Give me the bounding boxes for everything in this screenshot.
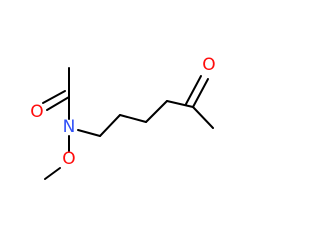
bond-ketone-double-a (192, 78, 209, 108)
bond-group (42, 67, 214, 180)
bond-chain-1 (99, 114, 121, 137)
atom-o-carbonyl-left: O (30, 102, 43, 122)
bond-chain-3 (145, 100, 168, 123)
atom-o-ketone: O (202, 55, 215, 75)
bond-chain-4 (166, 100, 194, 108)
atom-nitrogen: N (63, 117, 76, 137)
bond-nitrogen-chain (77, 129, 101, 137)
bond-acetyl-carbonyl-double-b (42, 90, 66, 104)
atom-label-group: O N O O (30, 55, 215, 169)
atom-o-methoxy: O (62, 149, 75, 169)
chemical-structure: O N O O (30, 55, 216, 180)
bond-acetyl-carbonyl-double-a (46, 96, 70, 111)
bond-ketone-double-b (185, 75, 202, 105)
bond-methoxy-methyl (44, 167, 61, 180)
bond-chain-2 (119, 114, 147, 123)
bond-ketone-methyl (192, 106, 214, 129)
